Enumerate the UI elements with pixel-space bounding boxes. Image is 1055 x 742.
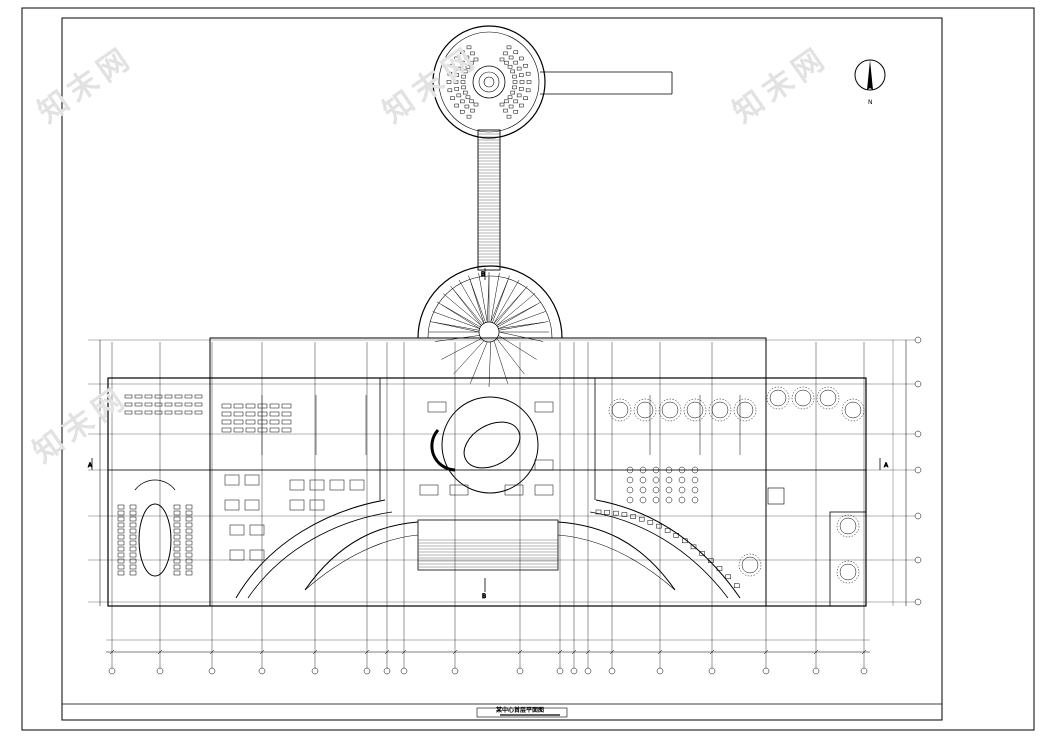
svg-text:A: A	[884, 462, 889, 469]
section-markers: A A B B	[88, 268, 889, 600]
east-bridge	[540, 71, 673, 95]
round-pavilion	[432, 25, 546, 139]
svg-text:B: B	[481, 271, 485, 278]
furniture-layer	[117, 386, 865, 588]
svg-text:B: B	[482, 593, 486, 600]
north-arrow-icon	[854, 59, 886, 91]
north-corridor	[477, 129, 501, 271]
axis-grid	[88, 336, 922, 675]
svg-text:A: A	[88, 462, 93, 469]
drawing-frame	[61, 17, 943, 721]
north-label: N	[868, 99, 873, 106]
drawing-title: 某中心首层平面图	[495, 707, 544, 714]
main-building	[107, 337, 867, 607]
rotunda	[417, 265, 563, 388]
title-box	[476, 707, 568, 718]
sheet-border	[21, 7, 1035, 731]
